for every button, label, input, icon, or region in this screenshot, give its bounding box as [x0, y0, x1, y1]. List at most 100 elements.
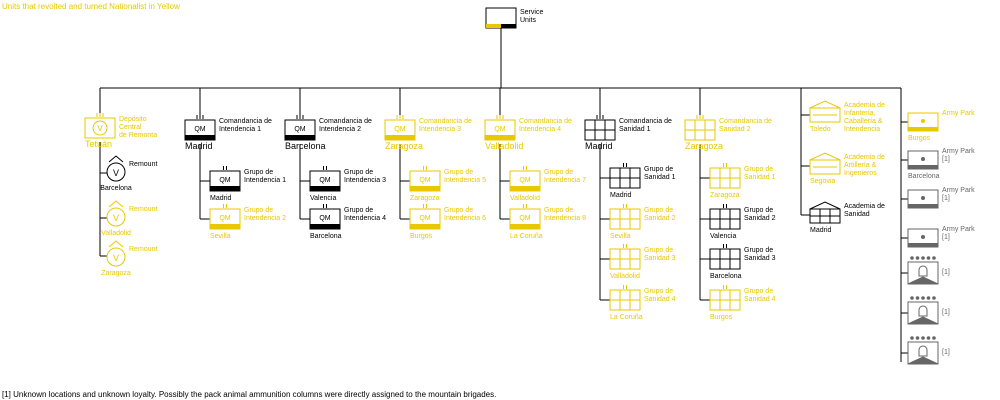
- qm-label: QM: [219, 177, 230, 184]
- unit-pack-ammo-1: [1]: [907, 256, 950, 285]
- qm-label: QM: [519, 215, 530, 222]
- unit-label: Grupo de: [644, 247, 673, 254]
- qm-label: QM: [294, 126, 305, 133]
- pack-animal-dot: [932, 336, 936, 340]
- unit-label: Intendencia 5: [444, 177, 486, 184]
- unit-location: Toledo: [810, 126, 831, 133]
- qm-bar: [185, 135, 215, 140]
- unit-location: Burgos: [908, 135, 931, 142]
- legend-note: Units that revolted and turned Nationali…: [2, 2, 180, 11]
- unit-label: Sanidad 1: [744, 174, 776, 181]
- unit-label: Intendencia 7: [544, 177, 586, 184]
- unit-label: Grupo de: [444, 169, 473, 176]
- pack-animal-dot: [910, 296, 914, 300]
- unit-label: Service: [520, 9, 543, 16]
- pack-animal-dot: [921, 336, 925, 340]
- unit-location: Barcelona: [310, 233, 342, 240]
- unit-label: Sanidad: [844, 211, 870, 218]
- qm-label: QM: [394, 126, 405, 133]
- park-bar: [908, 127, 938, 131]
- remount-glyph: V: [113, 253, 119, 263]
- unit-location: Valladolid: [485, 141, 523, 151]
- qm-label: QM: [519, 177, 530, 184]
- unit-label: Intendencia 6: [444, 215, 486, 222]
- unit-army-park-3: Army Park[1]: [907, 187, 975, 209]
- qm-bar: [510, 224, 540, 229]
- unit-label: Intendencia 2: [319, 126, 361, 133]
- unit-label: Sanidad 4: [744, 296, 776, 303]
- pack-animal-dot: [921, 296, 925, 300]
- qm-bar: [485, 135, 515, 140]
- unit-location: Madrid: [610, 192, 632, 199]
- unit-label: Sanidad 4: [644, 296, 676, 303]
- root-bar-right: [501, 24, 516, 28]
- unit-label: Academia de: [844, 102, 885, 109]
- unit-label: Grupo de: [744, 288, 773, 295]
- pack-animal-dot: [921, 256, 925, 260]
- remount-glyph: V: [97, 124, 103, 133]
- unit-label: Infantería,: [844, 110, 876, 117]
- unit-label: [1]: [942, 309, 950, 316]
- unit-location: Zaragoza: [410, 195, 440, 202]
- unit-location: Burgos: [710, 314, 733, 321]
- unit-label: Academia de: [844, 154, 885, 161]
- pack-animal-dot: [932, 256, 936, 260]
- unit-label: Sanidad 1: [644, 174, 676, 181]
- unit-label: Ingenieros: [844, 170, 877, 177]
- unit-location: Valencia: [310, 195, 336, 202]
- unit-location: Zaragoza: [385, 141, 423, 151]
- unit-label: Intendencia: [844, 126, 880, 133]
- remount-icon: [106, 162, 126, 182]
- unit-label: Comandancia de: [219, 118, 272, 125]
- connector-lines: [99, 28, 908, 362]
- qm-label: QM: [219, 215, 230, 222]
- unit-label: Comandancia de: [619, 118, 672, 125]
- qm-label: QM: [319, 215, 330, 222]
- unit-army-park-4: Army Park[1]: [907, 226, 975, 248]
- unit-label: Depósito: [119, 116, 147, 123]
- qm-bar: [385, 135, 415, 140]
- unit-label: [1]: [942, 234, 950, 241]
- qm-bar: [410, 186, 440, 191]
- unit-label: Intendencia 3: [419, 126, 461, 133]
- academy-roof-icon: [809, 201, 841, 210]
- unit-label: Comandancia de: [419, 118, 472, 125]
- pack-animal-dot: [926, 256, 931, 260]
- mountain-icon: [907, 276, 939, 285]
- ammo-dot-icon: [921, 196, 925, 200]
- unit-location: La Coruña: [510, 233, 543, 240]
- unit-label: Comandancia de: [319, 118, 372, 125]
- qm-bar: [210, 186, 240, 191]
- qm-label: QM: [194, 126, 205, 133]
- unit-label: [1]: [942, 195, 950, 202]
- qm-bar: [210, 224, 240, 229]
- unit-label: Sanidad 2: [744, 215, 776, 222]
- unit-label: de Remonta: [119, 132, 157, 139]
- qm-bar: [310, 224, 340, 229]
- ammo-dot-icon: [921, 235, 925, 239]
- unit-location: Tetuán: [85, 139, 112, 149]
- unit-frame: [84, 117, 116, 139]
- unit-location: Barcelona: [908, 173, 940, 180]
- qm-label: QM: [319, 177, 330, 184]
- unit-label: Units: [520, 17, 536, 24]
- unit-label: Intendencia 4: [519, 126, 561, 133]
- unit-label: Sanidad 2: [719, 126, 751, 133]
- unit-label: Grupo de: [644, 288, 673, 295]
